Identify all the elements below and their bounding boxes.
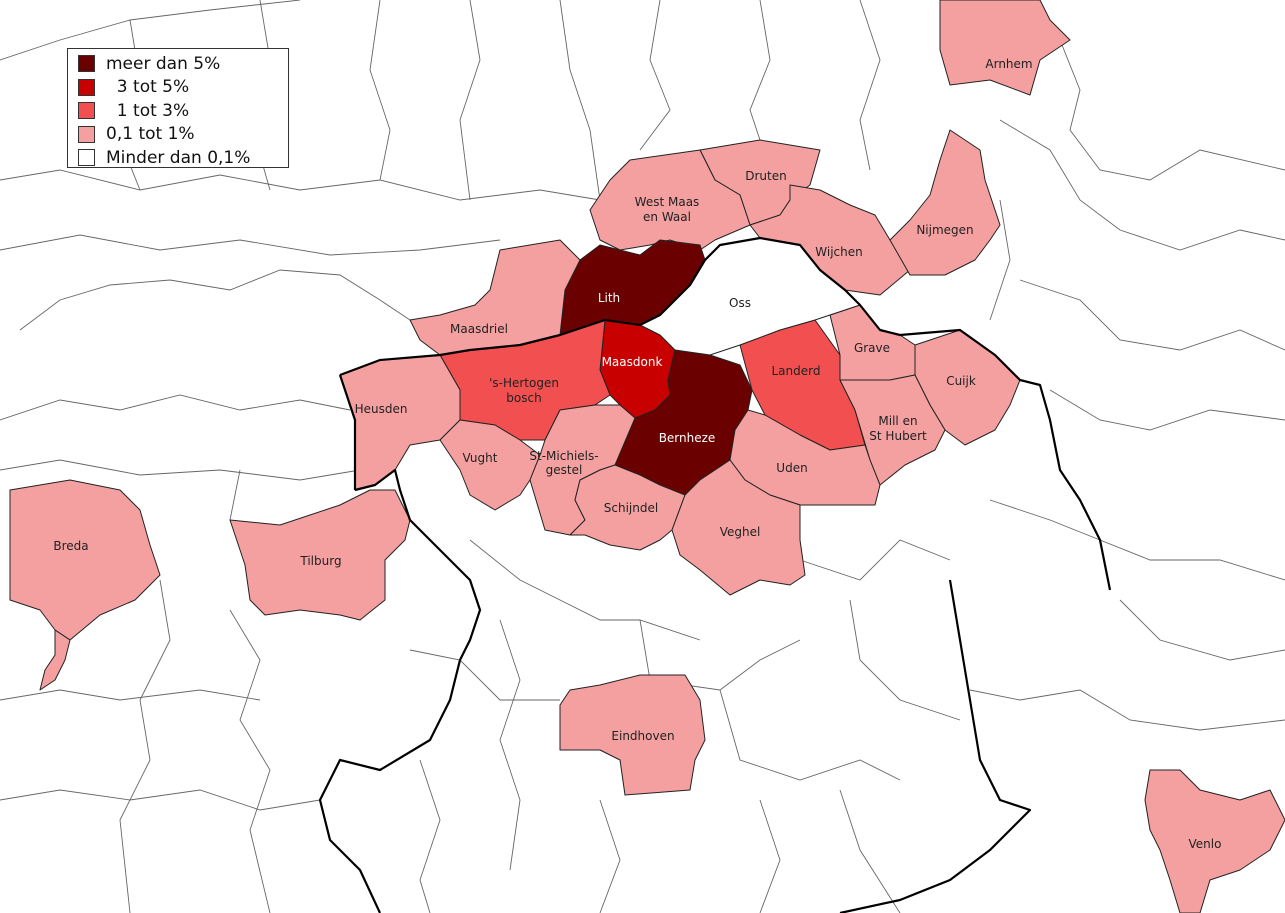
label-druten: Druten: [745, 169, 786, 183]
label-heusden: Heusden: [355, 402, 408, 416]
label-hertogenbosch-1: 's-Hertogen: [489, 376, 559, 390]
label-bernheze: Bernheze: [659, 431, 716, 445]
label-tilburg: Tilburg: [299, 554, 341, 568]
label-west-maas-en-waal-1: West Maas: [635, 195, 700, 209]
label-st-michielsgestel-2: gestel: [546, 463, 583, 477]
label-grave: Grave: [854, 341, 890, 355]
label-st-michielsgestel-1: St-Michiels-: [529, 449, 598, 463]
legend-label: 1 tot 3%: [106, 100, 190, 121]
label-maasdonk: Maasdonk: [602, 355, 663, 369]
legend-label: 3 tot 5%: [106, 77, 190, 98]
legend-item: 3 tot 5%: [78, 76, 288, 100]
municipality-polygons: [9, 0, 1285, 913]
region-eindhoven: [559, 674, 706, 796]
label-hertogenbosch-2: bosch: [506, 391, 541, 405]
label-oss: Oss: [729, 296, 751, 310]
legend-item: 0,1 tot 1%: [78, 123, 288, 147]
legend-swatch: [78, 125, 95, 143]
label-cuijk: Cuijk: [946, 374, 976, 388]
region-breda: [9, 479, 161, 641]
legend-item: meer dan 5%: [78, 52, 288, 76]
legend-item: 1 tot 3%: [78, 99, 288, 123]
legend-swatch: [78, 78, 95, 96]
municipality-labels: Arnhem Druten West Maas en Waal Nijmegen…: [53, 57, 1221, 851]
legend-swatch: [78, 149, 95, 167]
legend-label: 0,1 tot 1%: [106, 124, 195, 145]
region-arnhem: [939, 0, 1071, 96]
region-tilburg: [229, 489, 411, 621]
label-eindhoven: Eindhoven: [611, 729, 674, 743]
label-vught: Vught: [463, 451, 498, 465]
legend-swatch: [78, 102, 95, 120]
label-mill-2: St Hubert: [869, 429, 927, 443]
province-border: [318, 236, 1112, 913]
label-wijchen: Wijchen: [815, 245, 862, 259]
label-veghel: Veghel: [720, 525, 761, 539]
label-lith: Lith: [598, 291, 620, 305]
label-uden: Uden: [776, 461, 807, 475]
region-veghel: [671, 459, 806, 596]
label-arnhem: Arnhem: [985, 57, 1032, 71]
label-venlo: Venlo: [1189, 837, 1222, 851]
label-schijndel: Schijndel: [604, 501, 658, 515]
region-heusden: [339, 354, 461, 491]
legend-label: Minder dan 0,1%: [106, 147, 251, 168]
region-nijmegen: [889, 129, 1001, 276]
label-west-maas-en-waal-2: en Waal: [643, 210, 691, 224]
legend-swatch: [78, 55, 95, 73]
label-maasdriel: Maasdriel: [450, 322, 508, 336]
label-breda: Breda: [53, 539, 88, 553]
label-landerd: Landerd: [772, 364, 821, 378]
region-breda-strip: [39, 629, 71, 691]
label-mill-1: Mill en: [878, 414, 917, 428]
map-legend: meer dan 5% 3 tot 5% 1 tot 3% 0,1 tot 1%…: [67, 48, 289, 168]
legend-label: meer dan 5%: [106, 53, 221, 74]
region-venlo: [1144, 769, 1285, 913]
legend-item: Minder dan 0,1%: [78, 146, 288, 170]
label-nijmegen: Nijmegen: [916, 223, 973, 237]
